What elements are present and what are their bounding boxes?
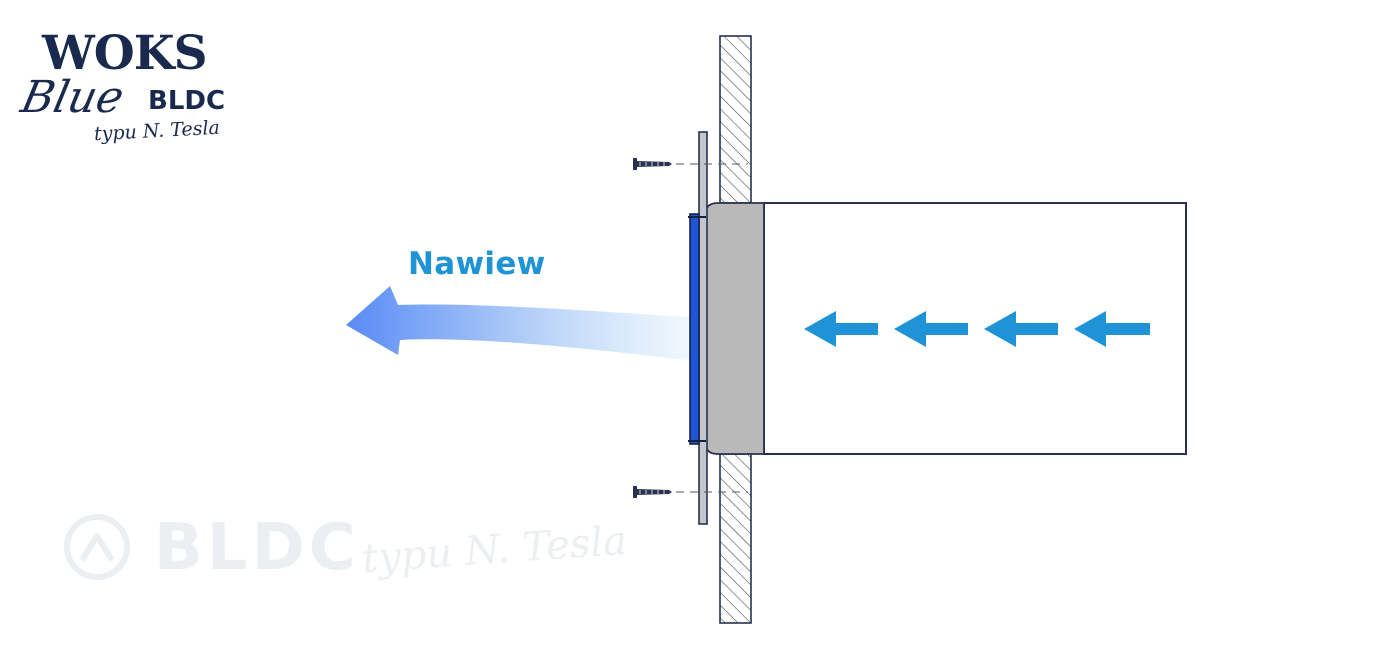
watermark-tagline: typu N. Tesla <box>360 517 629 583</box>
supply-air-arrow <box>346 286 705 362</box>
logo-woks: WOKS <box>42 26 208 81</box>
watermark: BLDC typu N. Tesla <box>62 512 662 602</box>
mountain-circle-icon <box>64 514 130 580</box>
sleeve <box>705 202 765 455</box>
brand-logo: WOKS Blue BLDC typu N. Tesla <box>17 26 252 160</box>
duct-arrow-4 <box>1074 311 1150 347</box>
duct-arrow-3 <box>984 311 1058 347</box>
duct-arrow-1 <box>804 311 878 347</box>
logo-tagline: typu N. Tesla <box>93 116 221 146</box>
duct-arrow-2 <box>894 311 968 347</box>
wall-upper <box>719 35 752 204</box>
wall-lower <box>719 453 752 624</box>
fan-unit <box>689 213 700 445</box>
watermark-bldc: BLDC <box>154 511 360 585</box>
screw-top <box>633 158 748 170</box>
flow-label: Nawiew <box>408 246 546 282</box>
screw-bottom <box>633 486 748 498</box>
logo-bldc: BLDC <box>148 86 226 116</box>
front-plate <box>698 131 708 525</box>
logo-blue: Blue <box>16 72 129 123</box>
